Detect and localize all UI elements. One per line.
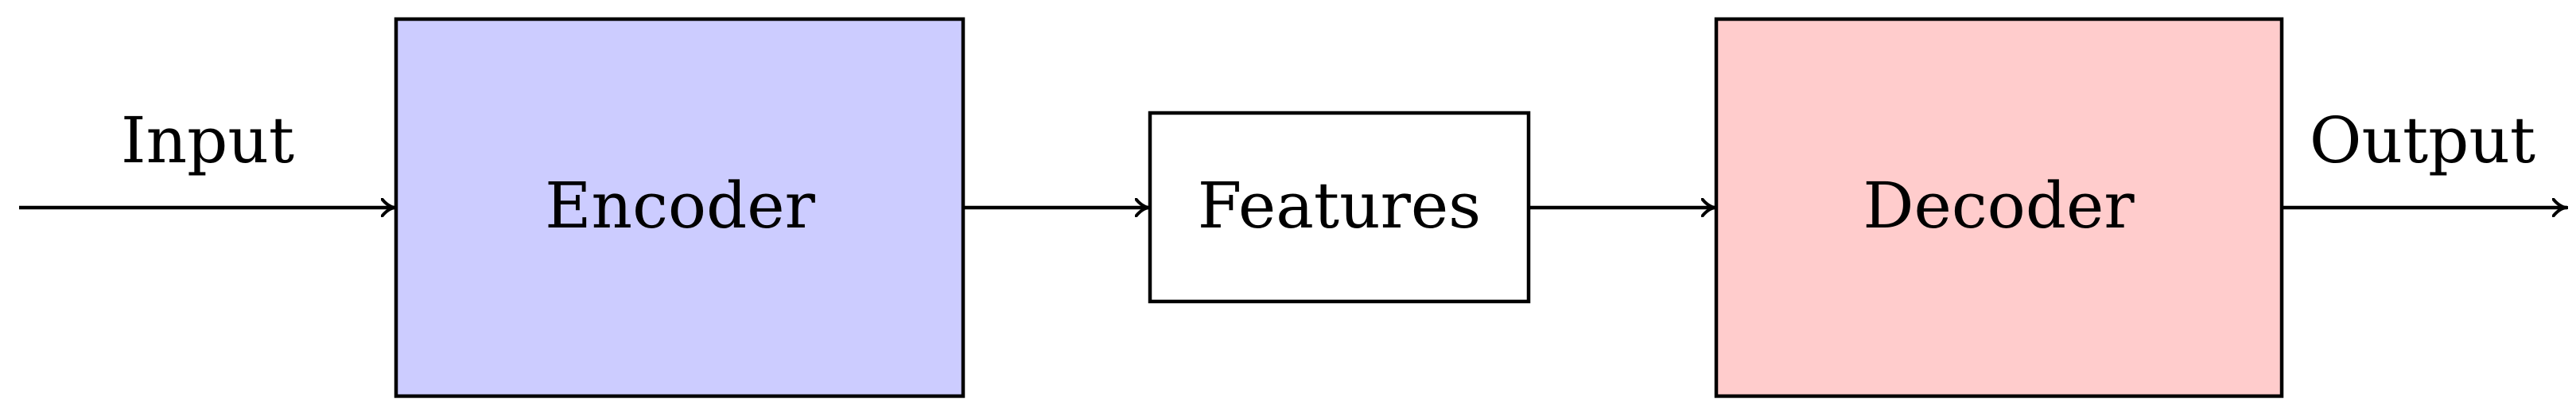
features-box (1148, 111, 1531, 304)
decoder-block: Decoder (1714, 17, 2284, 399)
encoder-box (394, 17, 966, 399)
decoder-box (1714, 17, 2284, 399)
features-label: Features (1198, 169, 1481, 243)
encoder-label: Encoder (545, 169, 815, 243)
input-label: Input (121, 103, 294, 177)
decoder-label: Decoder (1863, 169, 2135, 243)
encoder-block: Encoder (394, 17, 966, 399)
features-block: Features (1148, 111, 1531, 304)
output-label: Output (2310, 103, 2535, 177)
